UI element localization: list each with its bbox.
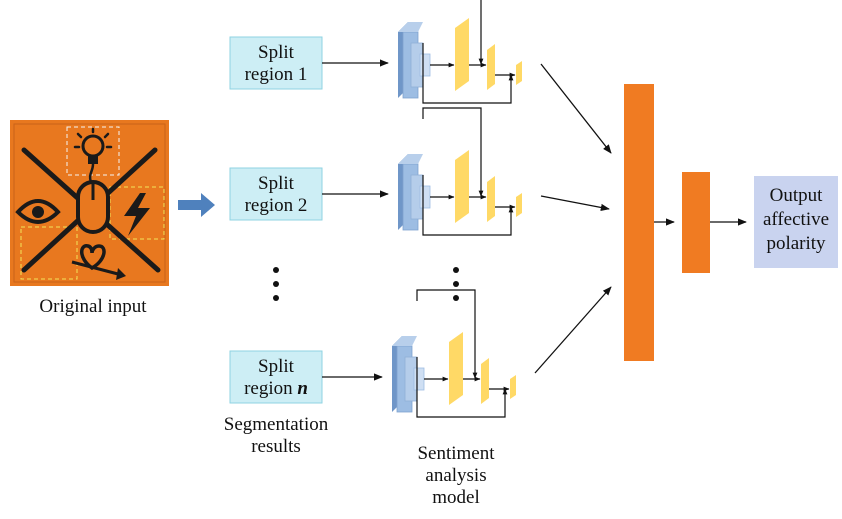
model-label-line2: analysis <box>425 465 486 486</box>
split-region-n: Split region n <box>229 350 323 404</box>
lightning-icon <box>124 193 150 236</box>
ellipsis-dots-right <box>453 267 459 301</box>
split-region-n-line1: Split <box>258 356 295 377</box>
eye-icon <box>15 199 61 224</box>
sentiment-model-n <box>392 290 516 417</box>
segmentation-label-line1: Segmentation <box>224 414 329 435</box>
split-region-n-prefix: region <box>244 378 297 399</box>
split-region-n-suffix: n <box>297 378 308 399</box>
arrow-model2-to-fusion <box>540 195 610 212</box>
arrow-model1-to-fusion <box>540 63 612 154</box>
output-line3: polarity <box>766 233 826 254</box>
blue-block-arrow <box>178 193 215 217</box>
arrow-modeln-to-fusion <box>534 286 612 374</box>
output-line1: Output <box>770 185 824 206</box>
original-input-caption: Original input <box>39 296 147 317</box>
split-region-1: Split region 1 <box>229 36 323 90</box>
sentiment-model-2 <box>398 108 522 235</box>
pencil-region-box <box>20 226 78 280</box>
arrow-icon <box>71 260 126 280</box>
heart-icon <box>80 244 106 271</box>
split-region-n-line2: region n <box>244 378 308 399</box>
lightbulb-region-box <box>66 126 120 176</box>
lightbulb-icon <box>73 127 113 164</box>
output-line2: affective <box>763 209 829 230</box>
split-region-1-line2: region 1 <box>245 64 308 85</box>
mouse-icon <box>76 163 110 234</box>
split-region-2: Split region 2 <box>229 167 323 221</box>
sentiment-model-1 <box>398 0 522 103</box>
split-region-2-line1: Split <box>258 173 295 194</box>
model-label-line3: model <box>432 487 480 508</box>
segmentation-label-line2: results <box>251 436 301 457</box>
output-box: Output affective polarity <box>754 176 838 268</box>
dense-layer <box>682 172 710 273</box>
ellipsis-dots-left <box>273 267 279 301</box>
fusion-layer <box>624 84 654 361</box>
model-label-line1: Sentiment <box>417 443 495 464</box>
split-region-2-line2: region 2 <box>245 195 308 216</box>
split-region-1-line1: Split <box>258 42 295 63</box>
original-input-image <box>10 120 169 286</box>
